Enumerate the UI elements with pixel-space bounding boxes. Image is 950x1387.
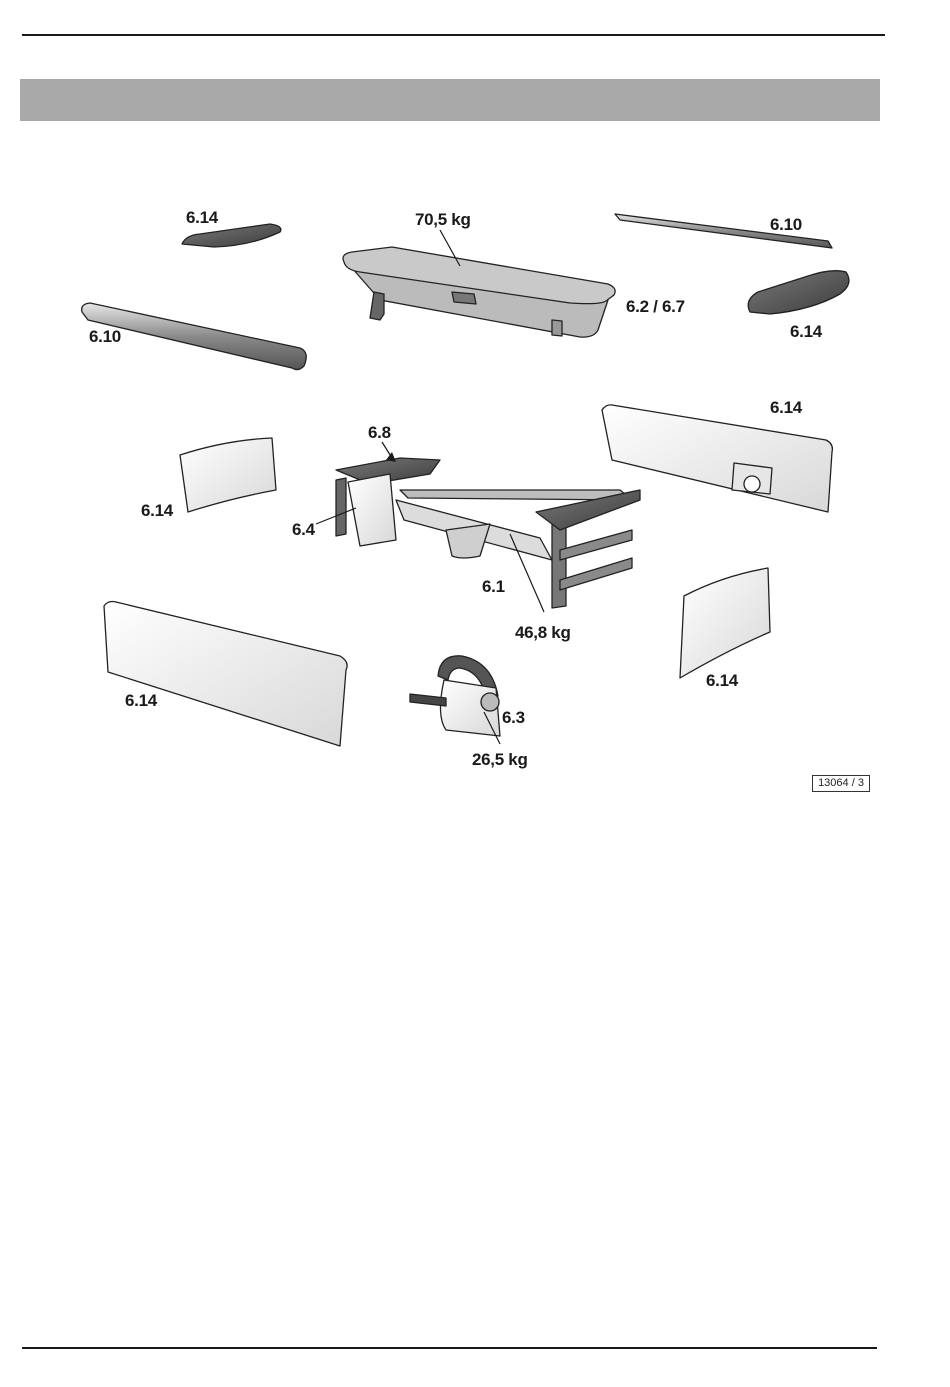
label-frame-weight: 46,8 kg: [515, 624, 571, 641]
label-tank-weight: 70,5 kg: [415, 211, 471, 228]
bottom-rule: [22, 1347, 877, 1349]
label-strip-top-right: 6.10: [770, 216, 802, 233]
label-pump: 6.3: [502, 709, 525, 726]
top-rule: [22, 34, 885, 36]
label-trim-top-left: 6.14: [186, 209, 218, 226]
label-frame: 6.1: [482, 578, 505, 595]
tank-valve: [370, 292, 384, 320]
label-shelf: 6.8: [368, 424, 391, 441]
label-cap-right: 6.14: [790, 323, 822, 340]
frame-right-leg: [552, 518, 566, 608]
tank-foot: [552, 320, 562, 336]
frame-left-leg: [336, 478, 346, 536]
side-panel-right: [680, 568, 770, 678]
label-tank-part: 6.2 / 6.7: [626, 298, 685, 315]
front-panel: [104, 602, 347, 747]
frame-support: [446, 524, 490, 558]
label-side-panel-right: 6.14: [706, 672, 738, 689]
label-control-box: 6.4: [292, 521, 315, 538]
tank-latch: [452, 292, 476, 304]
frame-cross-members: [560, 530, 632, 590]
side-panel-left: [180, 438, 276, 512]
label-panel-back-right: 6.14: [770, 399, 802, 416]
label-strip-left: 6.10: [89, 328, 121, 345]
label-front-panel: 6.14: [125, 692, 157, 709]
section-header-band: [20, 79, 880, 121]
label-side-panel-left: 6.14: [141, 502, 173, 519]
control-box: [348, 474, 396, 546]
figure-reference-box: 13064 / 3: [812, 775, 870, 792]
trim-cap-right: [748, 271, 849, 314]
trim-cap-top-left: [182, 224, 281, 247]
label-pump-weight: 26,5 kg: [472, 751, 528, 768]
